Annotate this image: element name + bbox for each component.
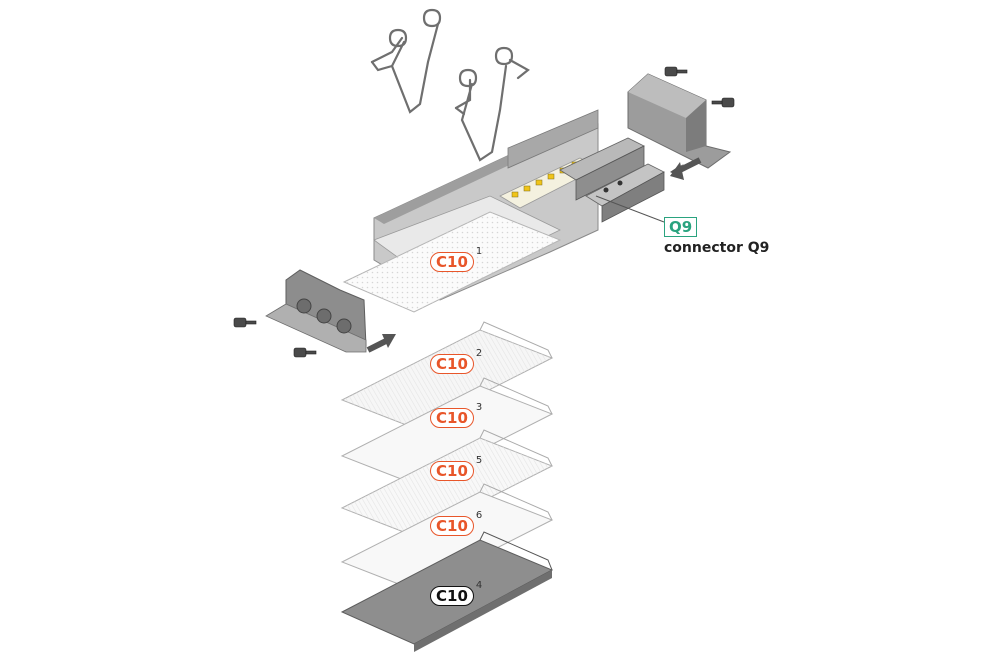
c10-number: 5	[475, 455, 483, 466]
screw-icon	[664, 66, 688, 77]
connector-q9-label: connector Q9	[664, 240, 770, 256]
mounting-springs	[370, 8, 530, 162]
end-cap-left	[265, 269, 367, 353]
diffuser-2	[340, 321, 554, 429]
diffuser-6	[340, 483, 554, 591]
c10-number: 2	[475, 348, 483, 359]
c10-code: C10	[430, 516, 474, 536]
label-c10-2: C10 2	[430, 348, 482, 374]
c10-number: 6	[475, 510, 483, 521]
arrow-right-cap	[670, 157, 702, 180]
c10-code: C10	[430, 586, 474, 606]
spring-right	[454, 46, 530, 162]
c10-code: C10	[430, 252, 474, 272]
screws-right	[664, 66, 735, 108]
arrow-left-cap	[366, 334, 396, 353]
c10-code: C10	[430, 354, 474, 374]
c10-number: 4	[475, 580, 483, 591]
spring-left	[370, 8, 442, 114]
c10-code: C10	[430, 408, 474, 428]
label-c10-3: C10 3	[430, 402, 482, 428]
c10-code: C10	[430, 461, 474, 481]
screw-icon	[293, 347, 317, 358]
end-cap-right	[627, 73, 732, 169]
label-c10-1: C10 1	[430, 246, 482, 272]
diffuser-5	[340, 429, 554, 537]
screw-icon	[711, 97, 735, 108]
q9-leader-line	[595, 195, 665, 223]
c10-number: 1	[475, 246, 483, 257]
label-c10-4: C10 4	[430, 580, 482, 606]
q9-code-box: Q9	[664, 217, 698, 237]
screw-icon	[233, 317, 257, 328]
label-c10-6: C10 6	[430, 510, 482, 536]
screws-left	[233, 317, 317, 358]
label-c10-5: C10 5	[430, 455, 482, 481]
c10-number: 3	[475, 402, 483, 413]
connector-q9-part	[559, 137, 665, 223]
